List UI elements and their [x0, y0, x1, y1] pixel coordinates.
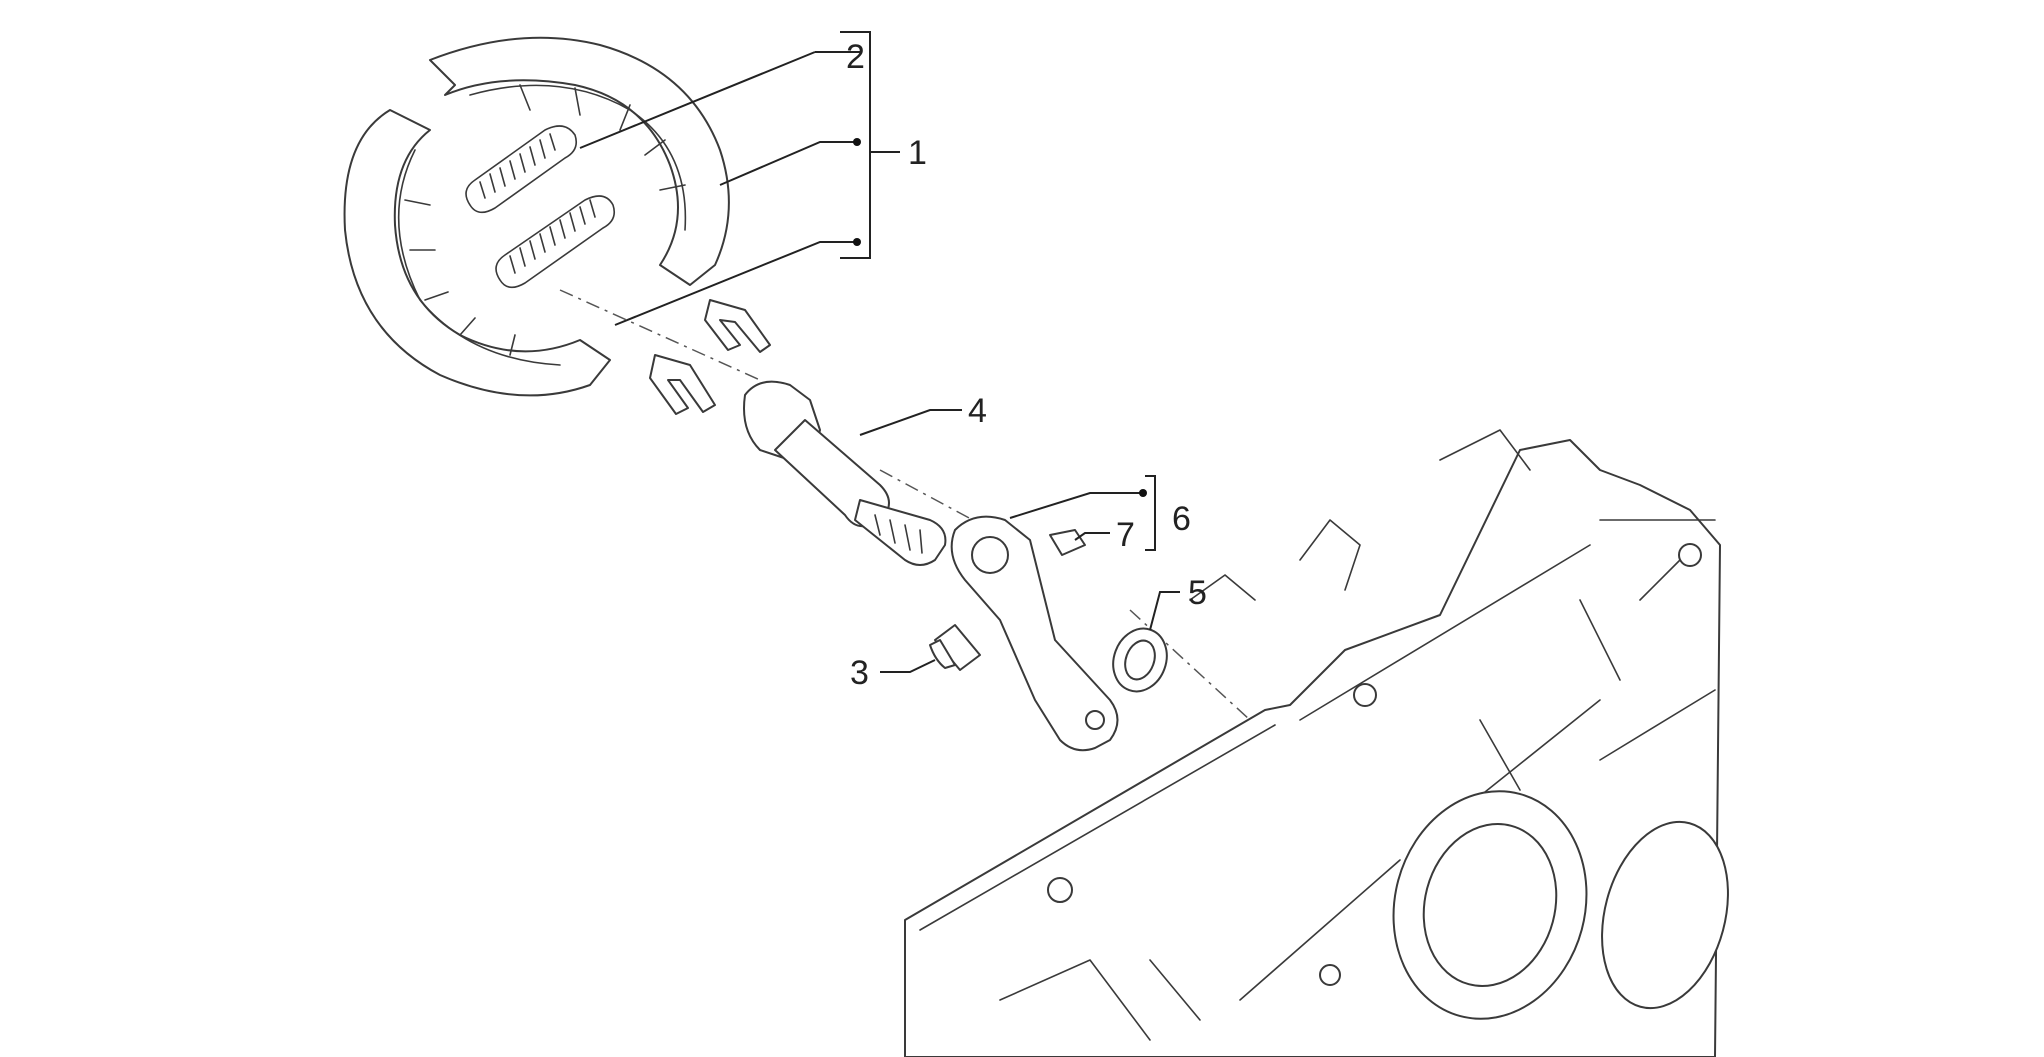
- leader-line-6: [1009, 492, 1140, 519]
- shoe-clip-upper: [704, 299, 771, 353]
- crankcase-hole-4: [1319, 964, 1341, 986]
- leader-line-3: [880, 659, 936, 673]
- bolt: [929, 624, 981, 671]
- brake-shoe-upper-rib: [469, 84, 687, 231]
- wear-indicator-plate: [1049, 529, 1086, 556]
- leader-line-4: [859, 409, 962, 436]
- callout-6: 6: [1172, 500, 1191, 538]
- callout-dot-1-top: [853, 138, 861, 146]
- crankcase-half: [904, 429, 1729, 1057]
- callout-5: 5: [1188, 574, 1207, 612]
- callout-3: 3: [850, 654, 869, 692]
- washer: [1112, 627, 1168, 693]
- leader-line-5: [1149, 591, 1180, 631]
- leader-line-2: [579, 51, 860, 149]
- brake-cam-shaft: [743, 380, 947, 566]
- brake-spring-lower: [495, 195, 616, 289]
- lever-splined-hole: [971, 536, 1009, 574]
- leader-line-1-top: [719, 141, 855, 186]
- callout-7: 7: [1116, 516, 1135, 554]
- second-bore: [1601, 820, 1729, 1010]
- bracket-1: [840, 31, 900, 259]
- brake-shoe-upper: [429, 36, 730, 286]
- brake-shoe-lower-rib: [397, 149, 561, 366]
- bearing-bore-inner: [1422, 823, 1558, 987]
- callout-4: 4: [968, 392, 987, 430]
- lever-end-hole: [1085, 710, 1105, 730]
- callout-dot-6: [1139, 489, 1147, 497]
- bracket-6: [1145, 475, 1156, 551]
- crankcase-hole-3: [1678, 543, 1702, 567]
- leader-line-1-bottom: [614, 241, 855, 326]
- callout-1: 1: [908, 134, 927, 172]
- callout-2: 2: [846, 38, 865, 76]
- brake-lever: [950, 515, 1119, 752]
- crankcase-hole-2: [1353, 683, 1377, 707]
- crankcase-hole-1: [1047, 877, 1073, 903]
- callout-dot-1-bottom: [853, 238, 861, 246]
- leader-line-7: [1074, 532, 1110, 541]
- brake-spring-upper: [465, 125, 578, 214]
- shoe-clip-lower: [649, 354, 716, 415]
- brake-shoes-assembly: [343, 36, 730, 397]
- brake-shoe-lower: [343, 109, 611, 397]
